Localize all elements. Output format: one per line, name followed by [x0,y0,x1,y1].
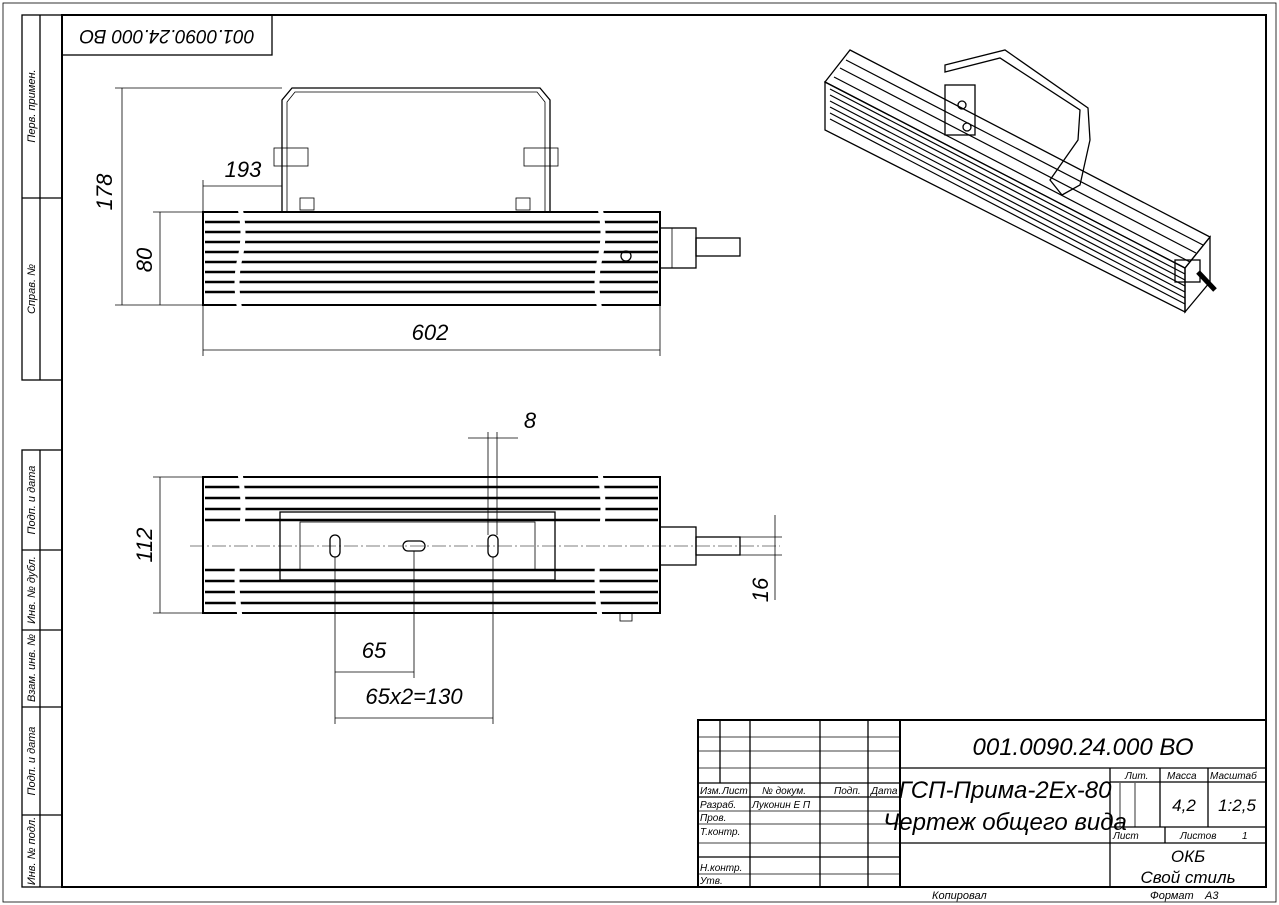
mass-value: 4,2 [1172,796,1196,815]
cable [695,237,741,257]
dim-bracket-offset: 193 [225,157,262,182]
role-checker: Пров. [700,813,726,824]
scale-value: 1:2,5 [1218,796,1256,815]
doc-number: 001.0090.24.000 ВО [973,734,1194,761]
dim-slot: 8 [524,408,537,433]
dim-height-total: 178 [92,173,117,210]
sheets-label: Листов [1179,831,1216,842]
side-label: Инв. № подл. [26,817,38,885]
role-norm-control: Н.контр. [700,863,742,874]
side-label: Взам. инв. № [26,634,38,702]
header-doc-no: № докум. [762,786,806,797]
dim-cable: 16 [748,577,773,602]
dim-length: 602 [412,320,449,345]
isometric-view [824,49,1217,314]
dim-pitch-total: 65x2=130 [365,684,463,709]
bolt [273,147,309,167]
side-label: Инв. № дубл. [26,556,38,624]
format-label: Формат [1150,890,1194,902]
dim-pitch: 65 [362,638,387,663]
side-label: Подп. и дата [26,466,38,535]
copied-label: Копировал [932,890,987,902]
org-line2: Свой стиль [1140,868,1235,887]
product-name: ГСП-Прима-2Ex-80 [899,777,1113,804]
top-stamp-text: 001.0090.24.000 ВО [79,25,254,46]
dimensions: 178 80 193 602 [92,87,661,356]
side-label: Справ. № [26,264,38,314]
header-sign: Подп. [834,786,861,797]
side-label: Подп. и дата [26,727,38,796]
heatsink-fins [205,485,658,605]
scale-label: Масштаб [1210,770,1257,782]
dim-height-body: 80 [132,247,157,272]
cable-gland [659,227,697,269]
heatsink-fins [205,220,658,294]
ground-screw [620,250,632,262]
role-developer: Разраб. [700,799,736,811]
cable [695,536,741,556]
title-block: 001.0090.24.000 ВО ГСП-Прима-2Ex-80 Черт… [697,719,1267,888]
lit-label: Лит. [1124,771,1148,782]
dim-width: 112 [132,527,157,562]
dimensions: 112 8 65 65x2=130 16 [132,408,782,724]
bottom-view: 112 8 65 65x2=130 16 [132,408,782,724]
mass-label: Масса [1167,771,1197,782]
sheet-label: Лист [1112,831,1139,842]
org-line1: ОКБ [1171,847,1205,866]
header-list: Лист [721,786,748,797]
bolt [523,147,559,167]
iso-bracket [944,49,1091,196]
top-stamp: 001.0090.24.000 ВО [61,14,273,56]
side-strip: Перв. примен. Справ. № Подп. и дата Инв.… [21,14,63,888]
developer-name: Луконин Е П [751,800,811,811]
header-izm: Изм. [700,786,721,797]
role-approved: Утв. [699,876,723,887]
header-date: Дата [870,786,898,797]
mounting-bracket [281,87,551,212]
doc-type: Чертеж общего вида [883,809,1127,836]
sheets-count: 1 [1242,831,1248,842]
role-tech-control: Т.контр. [700,827,740,838]
format-value: А3 [1204,890,1219,902]
side-label: Перв. примен. [26,69,38,142]
front-view: 178 80 193 602 [92,87,741,356]
